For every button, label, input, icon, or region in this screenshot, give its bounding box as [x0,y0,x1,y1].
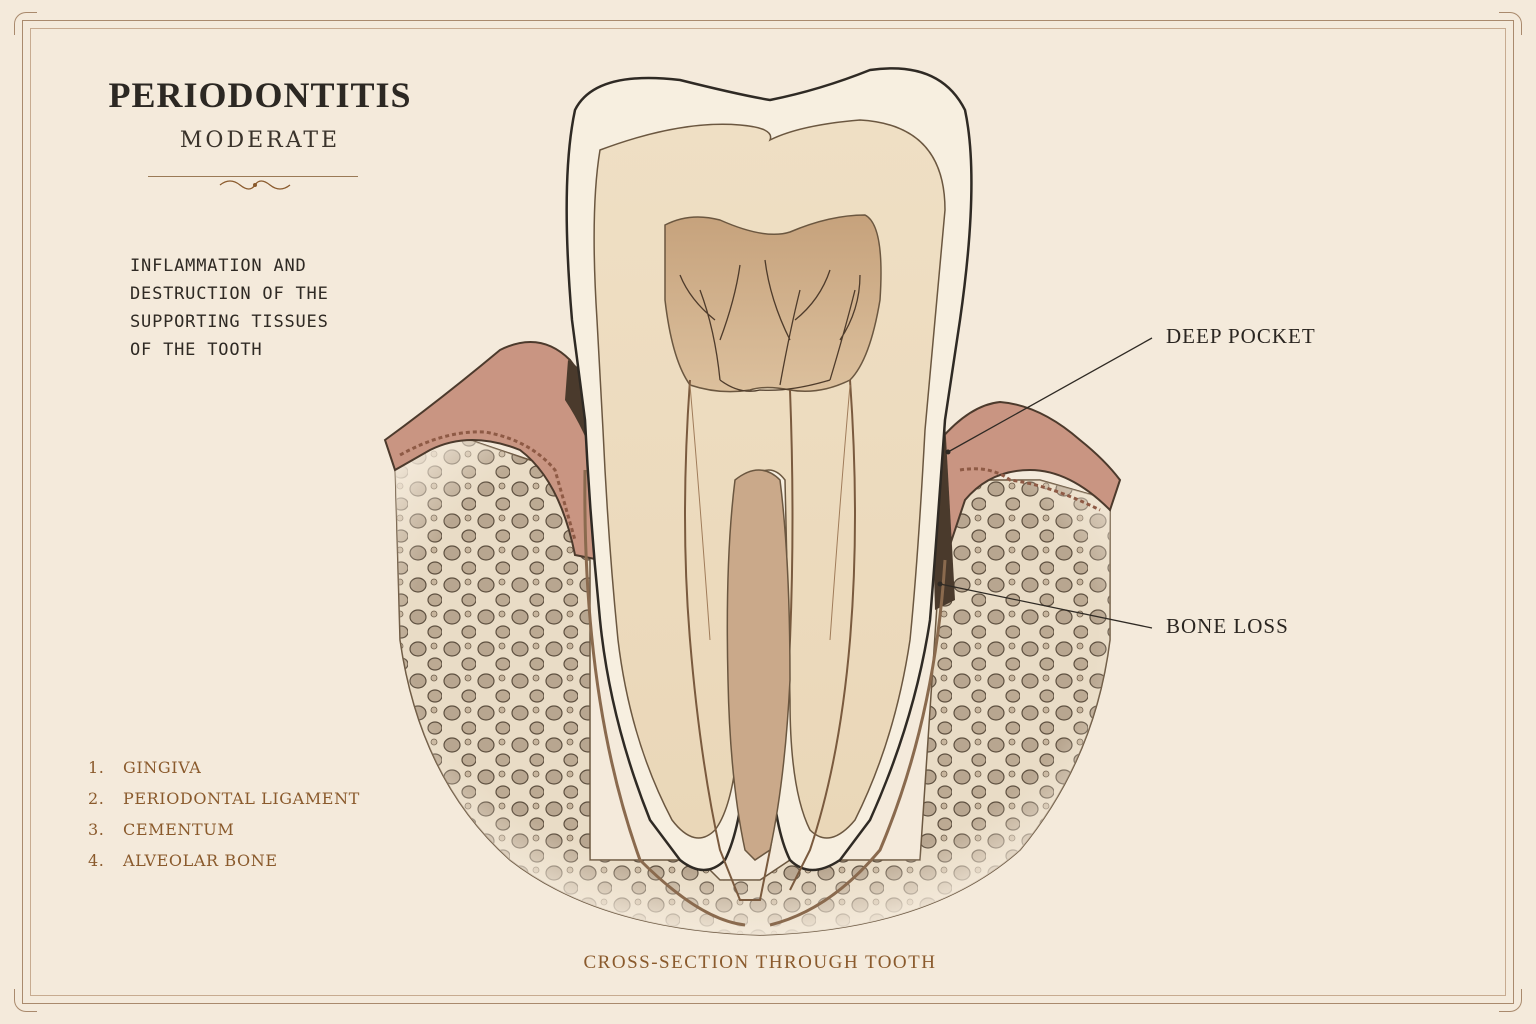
inner-border [30,28,1506,996]
nerve-branches [679,259,861,392]
legend-number: 1. [88,758,105,777]
legend-label: GINGIVA [123,758,202,777]
legend-label: CEMENTUM [123,820,235,839]
corner-ornament [14,12,37,35]
corner-ornament [1499,12,1522,35]
description-text: INFLAMMATION AND DESTRUCTION OF THE SUPP… [130,256,329,360]
page-subtitle: MODERATE [179,128,341,153]
deep-pocket-label: DEEP POCKET [1166,324,1316,348]
bone-loss-label: BONE LOSS [1166,614,1289,638]
corner-ornament [14,989,37,1012]
corner-ornament [1499,989,1522,1012]
page-title: PERIODONTITIS [108,75,412,115]
legend-item: 1. GINGIVA [88,758,388,789]
legend-number: 3. [88,820,105,839]
title-divider [148,176,358,177]
structure-legend: 1. GINGIVA 2. PERIODONTAL LIGAMENT 3. CEMEN… [88,758,388,882]
gingiva-right [933,400,1122,561]
legend-label: PERIODONTAL LIGAMENT [123,789,360,808]
illustration-caption: CROSS-SECTION THROUGH TOOTH [583,952,937,973]
legend-item: 4. ALVEOLAR BONE [88,851,388,882]
legend-item: 3. CEMENTUM [88,820,388,851]
legend-label: ALVEOLAR BONE [123,851,278,870]
outer-border [22,20,1514,1004]
bone-loss-leader [939,583,1153,629]
legend-number: 2. [88,789,105,808]
root-canal [684,379,794,901]
legend-item: 2. PERIODONTAL LIGAMENT [88,789,388,820]
flourish-ornament [219,180,291,190]
legend-number: 4. [88,851,105,870]
pulp-chamber [664,214,882,393]
deep-pocket-leader [947,337,1153,453]
